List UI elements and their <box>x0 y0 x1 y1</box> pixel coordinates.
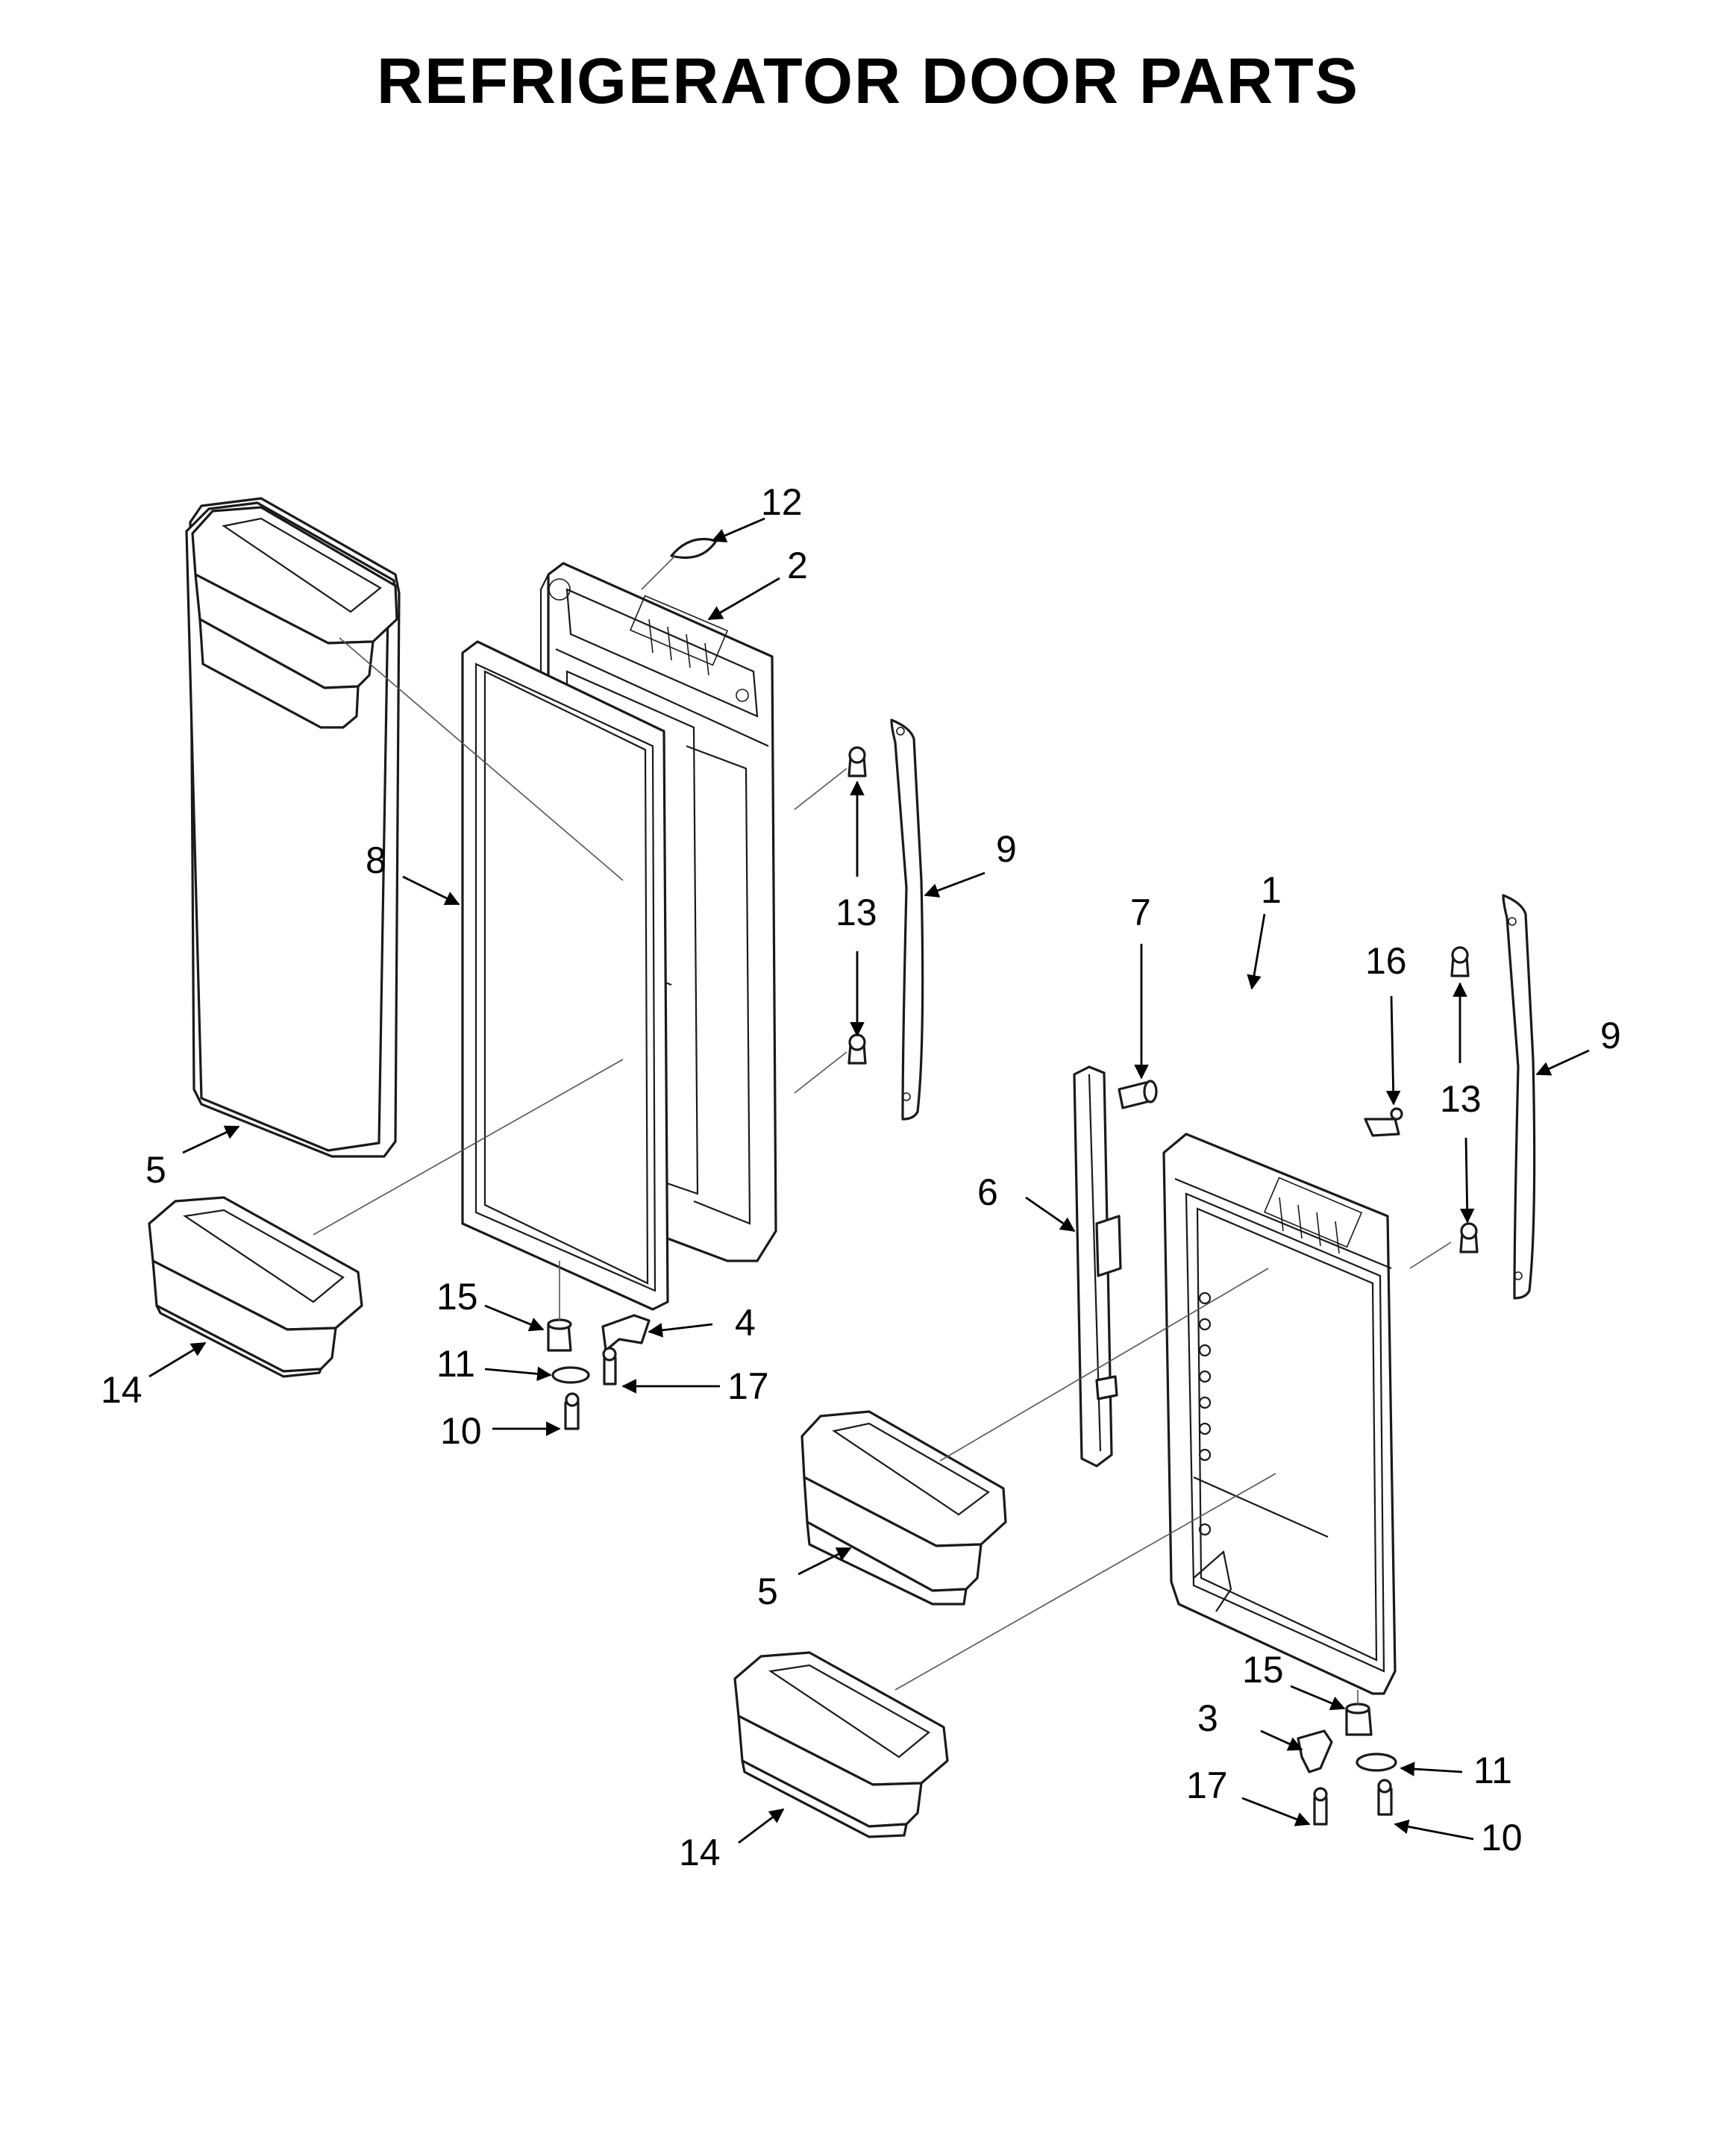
callout-17-right: 17 <box>1186 1764 1228 1806</box>
callout-3: 3 <box>1197 1697 1218 1739</box>
callout-5-right: 5 <box>757 1571 778 1612</box>
callout-arrows <box>148 517 1590 1844</box>
right-top-hinge <box>1364 1118 1400 1137</box>
left-hinge-cap <box>670 537 718 560</box>
right-top-screw <box>1390 1107 1403 1121</box>
callout-13-left: 13 <box>836 892 877 933</box>
callout-15-left: 15 <box>436 1276 478 1318</box>
callout-labels: 12 2 8 9 13 5 14 15 4 11 17 10 7 1 16 9 … <box>101 481 1621 1873</box>
callout-11-left: 11 <box>436 1343 475 1385</box>
left-door-gasket <box>461 640 669 1311</box>
left-handle-studs <box>847 746 867 1065</box>
flipper-screw <box>1118 1080 1158 1109</box>
callout-8: 8 <box>366 839 386 881</box>
left-bin-14 <box>148 1196 363 1378</box>
diagram-title: REFRIGERATOR DOOR PARTS <box>377 46 1359 117</box>
right-door-handle <box>1502 894 1536 1300</box>
callout-15-right: 15 <box>1242 1649 1284 1691</box>
callout-9-right: 9 <box>1600 1015 1621 1056</box>
callout-2: 2 <box>787 545 808 586</box>
callout-1: 1 <box>1261 869 1282 911</box>
callout-14-right: 14 <box>679 1832 721 1873</box>
callout-16: 16 <box>1365 940 1407 982</box>
callout-10-right: 10 <box>1481 1817 1523 1858</box>
callout-14-left: 14 <box>101 1369 142 1411</box>
callout-11-right: 11 <box>1473 1750 1512 1791</box>
callout-10-left: 10 <box>440 1410 482 1452</box>
callout-17-left: 17 <box>727 1365 769 1407</box>
right-bin-14 <box>733 1651 949 1838</box>
right-bin-5 <box>800 1410 1007 1606</box>
right-lower-hinge-parts <box>1297 1703 1397 1826</box>
alignment-lines <box>313 555 1452 1705</box>
left-lower-hinge-parts <box>547 1314 651 1430</box>
callout-13-right: 13 <box>1440 1078 1482 1120</box>
callout-9-left: 9 <box>996 828 1017 870</box>
right-door-liner <box>1162 1133 1397 1695</box>
callout-7: 7 <box>1130 892 1151 933</box>
left-bin-5 <box>191 506 398 729</box>
right-handle-studs <box>1450 946 1479 1253</box>
callout-5-left: 5 <box>145 1149 166 1191</box>
center-flipper-mullion <box>1073 1065 1122 1468</box>
callout-4: 4 <box>735 1302 756 1344</box>
callout-12: 12 <box>761 481 803 523</box>
callout-6: 6 <box>977 1171 998 1213</box>
left-door-handle <box>890 718 924 1121</box>
